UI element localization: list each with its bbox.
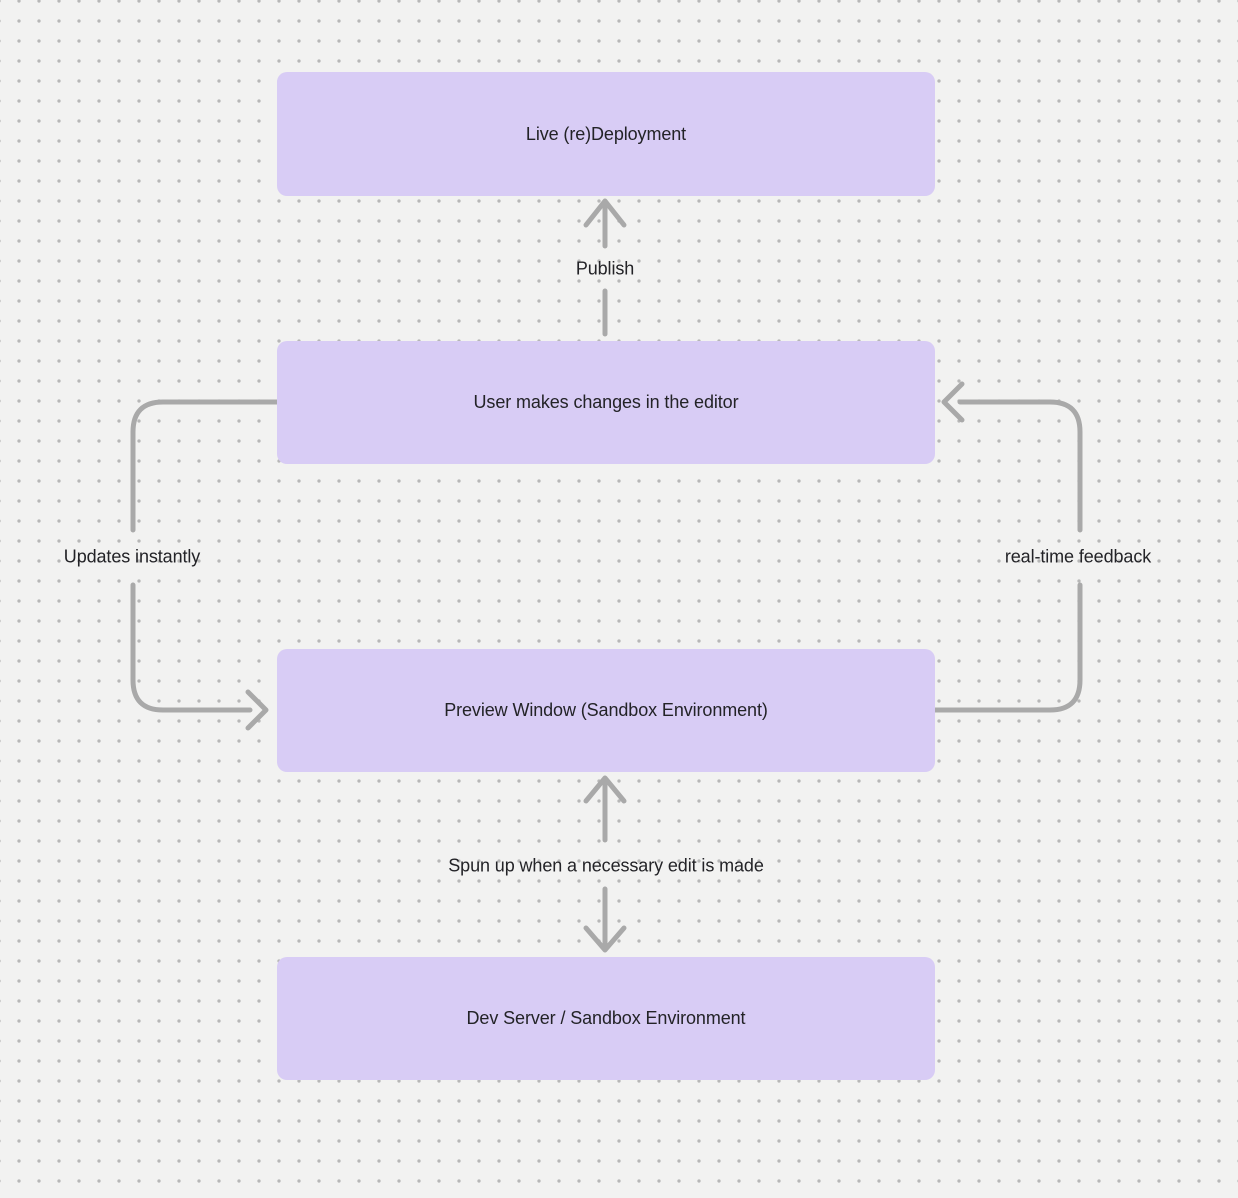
node-label: Live (re)Deployment [525, 123, 687, 144]
arrowhead-left-icon [941, 381, 965, 423]
edge-line [932, 582, 1083, 713]
edge-label-publish: Publish [575, 258, 635, 279]
arrowhead-up-icon [583, 198, 627, 228]
node-label: Dev Server / Sandbox Environment [466, 1008, 746, 1029]
node-live-redeployment[interactable]: Live (re)Deployment [277, 72, 935, 196]
edge-label-spun-up: Spun up when a necessary edit is made [448, 855, 764, 876]
node-label: Preview Window (Sandbox Environment) [444, 700, 768, 721]
edge-label-updates-instantly: Updates instantly [63, 546, 201, 567]
node-label: User makes changes in the editor [473, 392, 739, 413]
edge-line [130, 582, 253, 713]
arrowhead-right-icon [245, 689, 269, 731]
edge-line [130, 399, 280, 533]
arrowhead-up-icon [583, 775, 627, 804]
edge-line [957, 399, 1083, 533]
node-user-makes-changes[interactable]: User makes changes in the editor [277, 341, 935, 464]
node-preview-window[interactable]: Preview Window (Sandbox Environment) [277, 649, 935, 772]
node-dev-server[interactable]: Dev Server / Sandbox Environment [277, 957, 935, 1080]
edge-label-realtime-feedback: real-time feedback [1004, 546, 1152, 567]
arrowhead-down-icon [583, 925, 627, 953]
